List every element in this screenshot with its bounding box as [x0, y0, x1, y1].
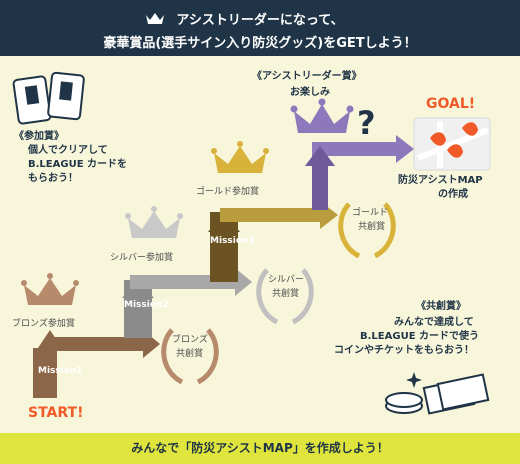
- gold-wreath-icon: [338, 202, 396, 259]
- bronze-award-label: ブロンズ参加賞: [12, 319, 75, 329]
- goal-label: GOAL!: [426, 96, 476, 112]
- gold-badge-line-2: 共創賞: [358, 222, 386, 232]
- silver-wreath-icon: [256, 268, 314, 325]
- leader-prize-subtitle: お楽しみ: [290, 87, 330, 98]
- bleague-cards-icon: [12, 71, 85, 125]
- cocreation-line-1: みんなで達成して: [394, 317, 474, 328]
- silver-badge-line-2: 共創賞: [272, 289, 300, 299]
- mission3-label: Mission3: [210, 236, 255, 246]
- header-line-1: アシストリーダーになって、: [176, 13, 344, 28]
- gold-arrow: [220, 208, 320, 222]
- silver-arrow: [130, 275, 235, 289]
- bronze-wreath-icon: [161, 328, 219, 385]
- footer-banner: みんなで「防災アシストMAP」を作成しよう！: [0, 433, 520, 464]
- participation-title: 《参加賞》: [14, 131, 64, 142]
- mission1-pillar: [33, 348, 57, 398]
- cocreation-line-2: B.LEAGUE カードで使う: [360, 331, 480, 342]
- gold-badge-line-1: ゴールド: [352, 208, 389, 218]
- silver-award-label: シルバー参加賞: [110, 253, 174, 263]
- bronze-arrow: [45, 337, 143, 351]
- participation-line-1: 個人でクリアして: [28, 145, 108, 156]
- participation-line-2: B.LEAGUE カードを: [28, 159, 128, 170]
- start-label: START!: [28, 405, 84, 421]
- gold-crown-icon: [211, 141, 269, 173]
- bronze-badge-line-2: 共創賞: [176, 349, 204, 359]
- crown-icon: [146, 13, 164, 24]
- question-mark-icon: ?: [357, 104, 376, 142]
- map-caption-1: 防災アシストMAP: [398, 175, 483, 186]
- leader-crown-icon: [290, 98, 354, 133]
- bronze-crown-icon: [21, 273, 79, 305]
- cocreation-line-3: コインやチケットをもらおう！: [334, 345, 474, 356]
- header-line-2: 豪華賞品(選手サイン入り防災グッズ)をGETしよう！: [103, 36, 417, 51]
- map-icon: [413, 117, 491, 171]
- silver-crown-icon: [125, 206, 183, 238]
- coin-ticket-icon: [385, 372, 490, 415]
- bronze-badge-line-1: ブロンズ: [172, 335, 208, 345]
- silver-badge-line-1: シルバー: [268, 275, 305, 285]
- header-banner: アシストリーダーになって、 豪華賞品(選手サイン入り防災グッズ)をGETしよう！: [0, 0, 520, 56]
- map-caption-2: の作成: [438, 189, 468, 200]
- cocreation-title: 《共創賞》: [416, 301, 466, 312]
- gold-award-label: ゴールド参加賞: [196, 187, 260, 197]
- route-diagram: ?: [12, 71, 491, 415]
- leader-arrow: [312, 142, 396, 156]
- mission2-label: Mission2: [124, 300, 169, 310]
- leader-prize-title: 《アシストリーダー賞》: [252, 71, 362, 82]
- mission1-label: Mission1: [38, 366, 83, 376]
- participation-line-3: もらおう！: [28, 173, 78, 184]
